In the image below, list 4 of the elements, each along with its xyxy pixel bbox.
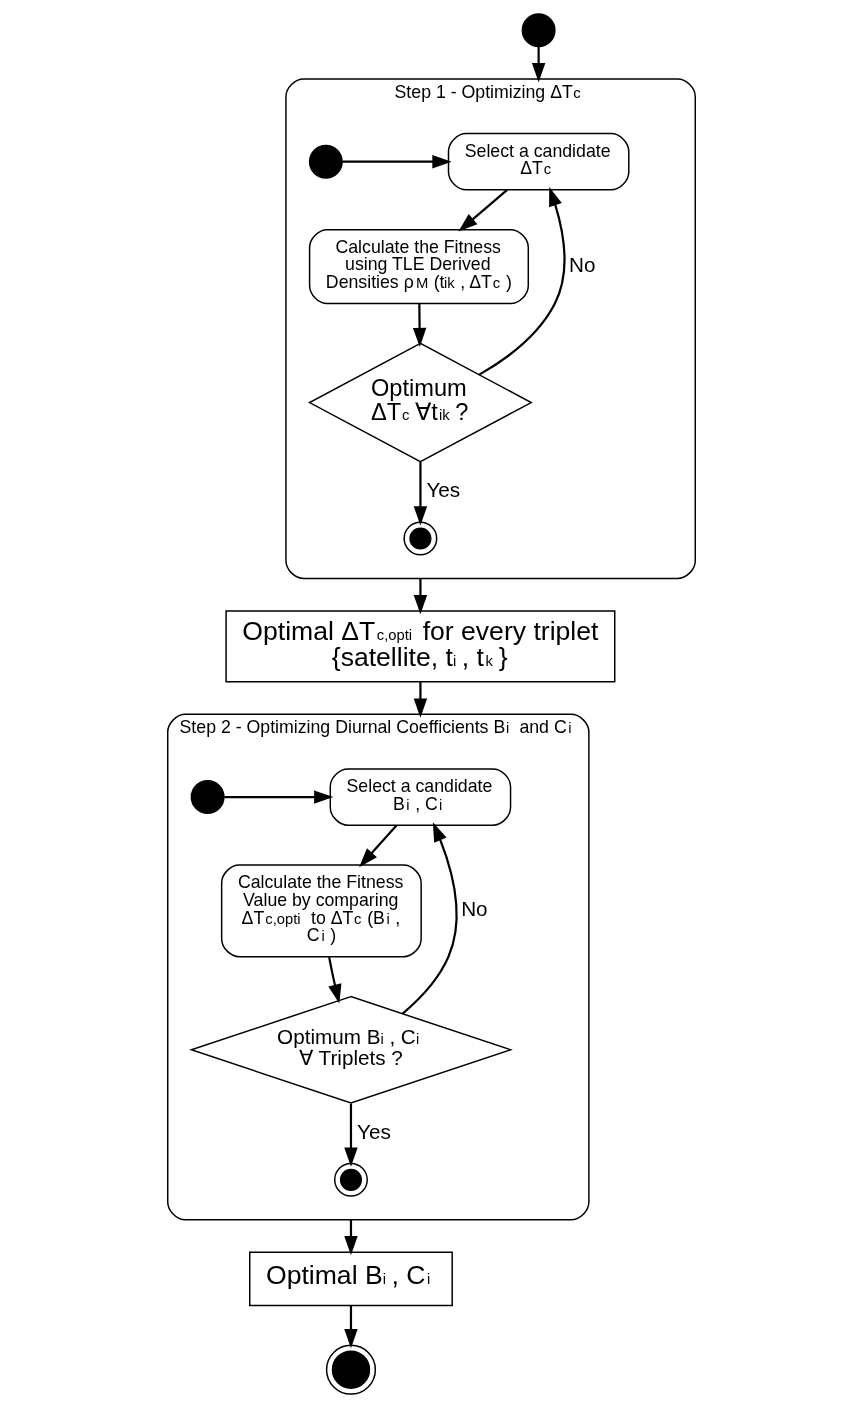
- edge-label: No: [460, 897, 488, 921]
- edge-label: Yes: [425, 478, 460, 502]
- edge-label: No: [568, 253, 595, 277]
- edge-label: Yes: [356, 1119, 391, 1143]
